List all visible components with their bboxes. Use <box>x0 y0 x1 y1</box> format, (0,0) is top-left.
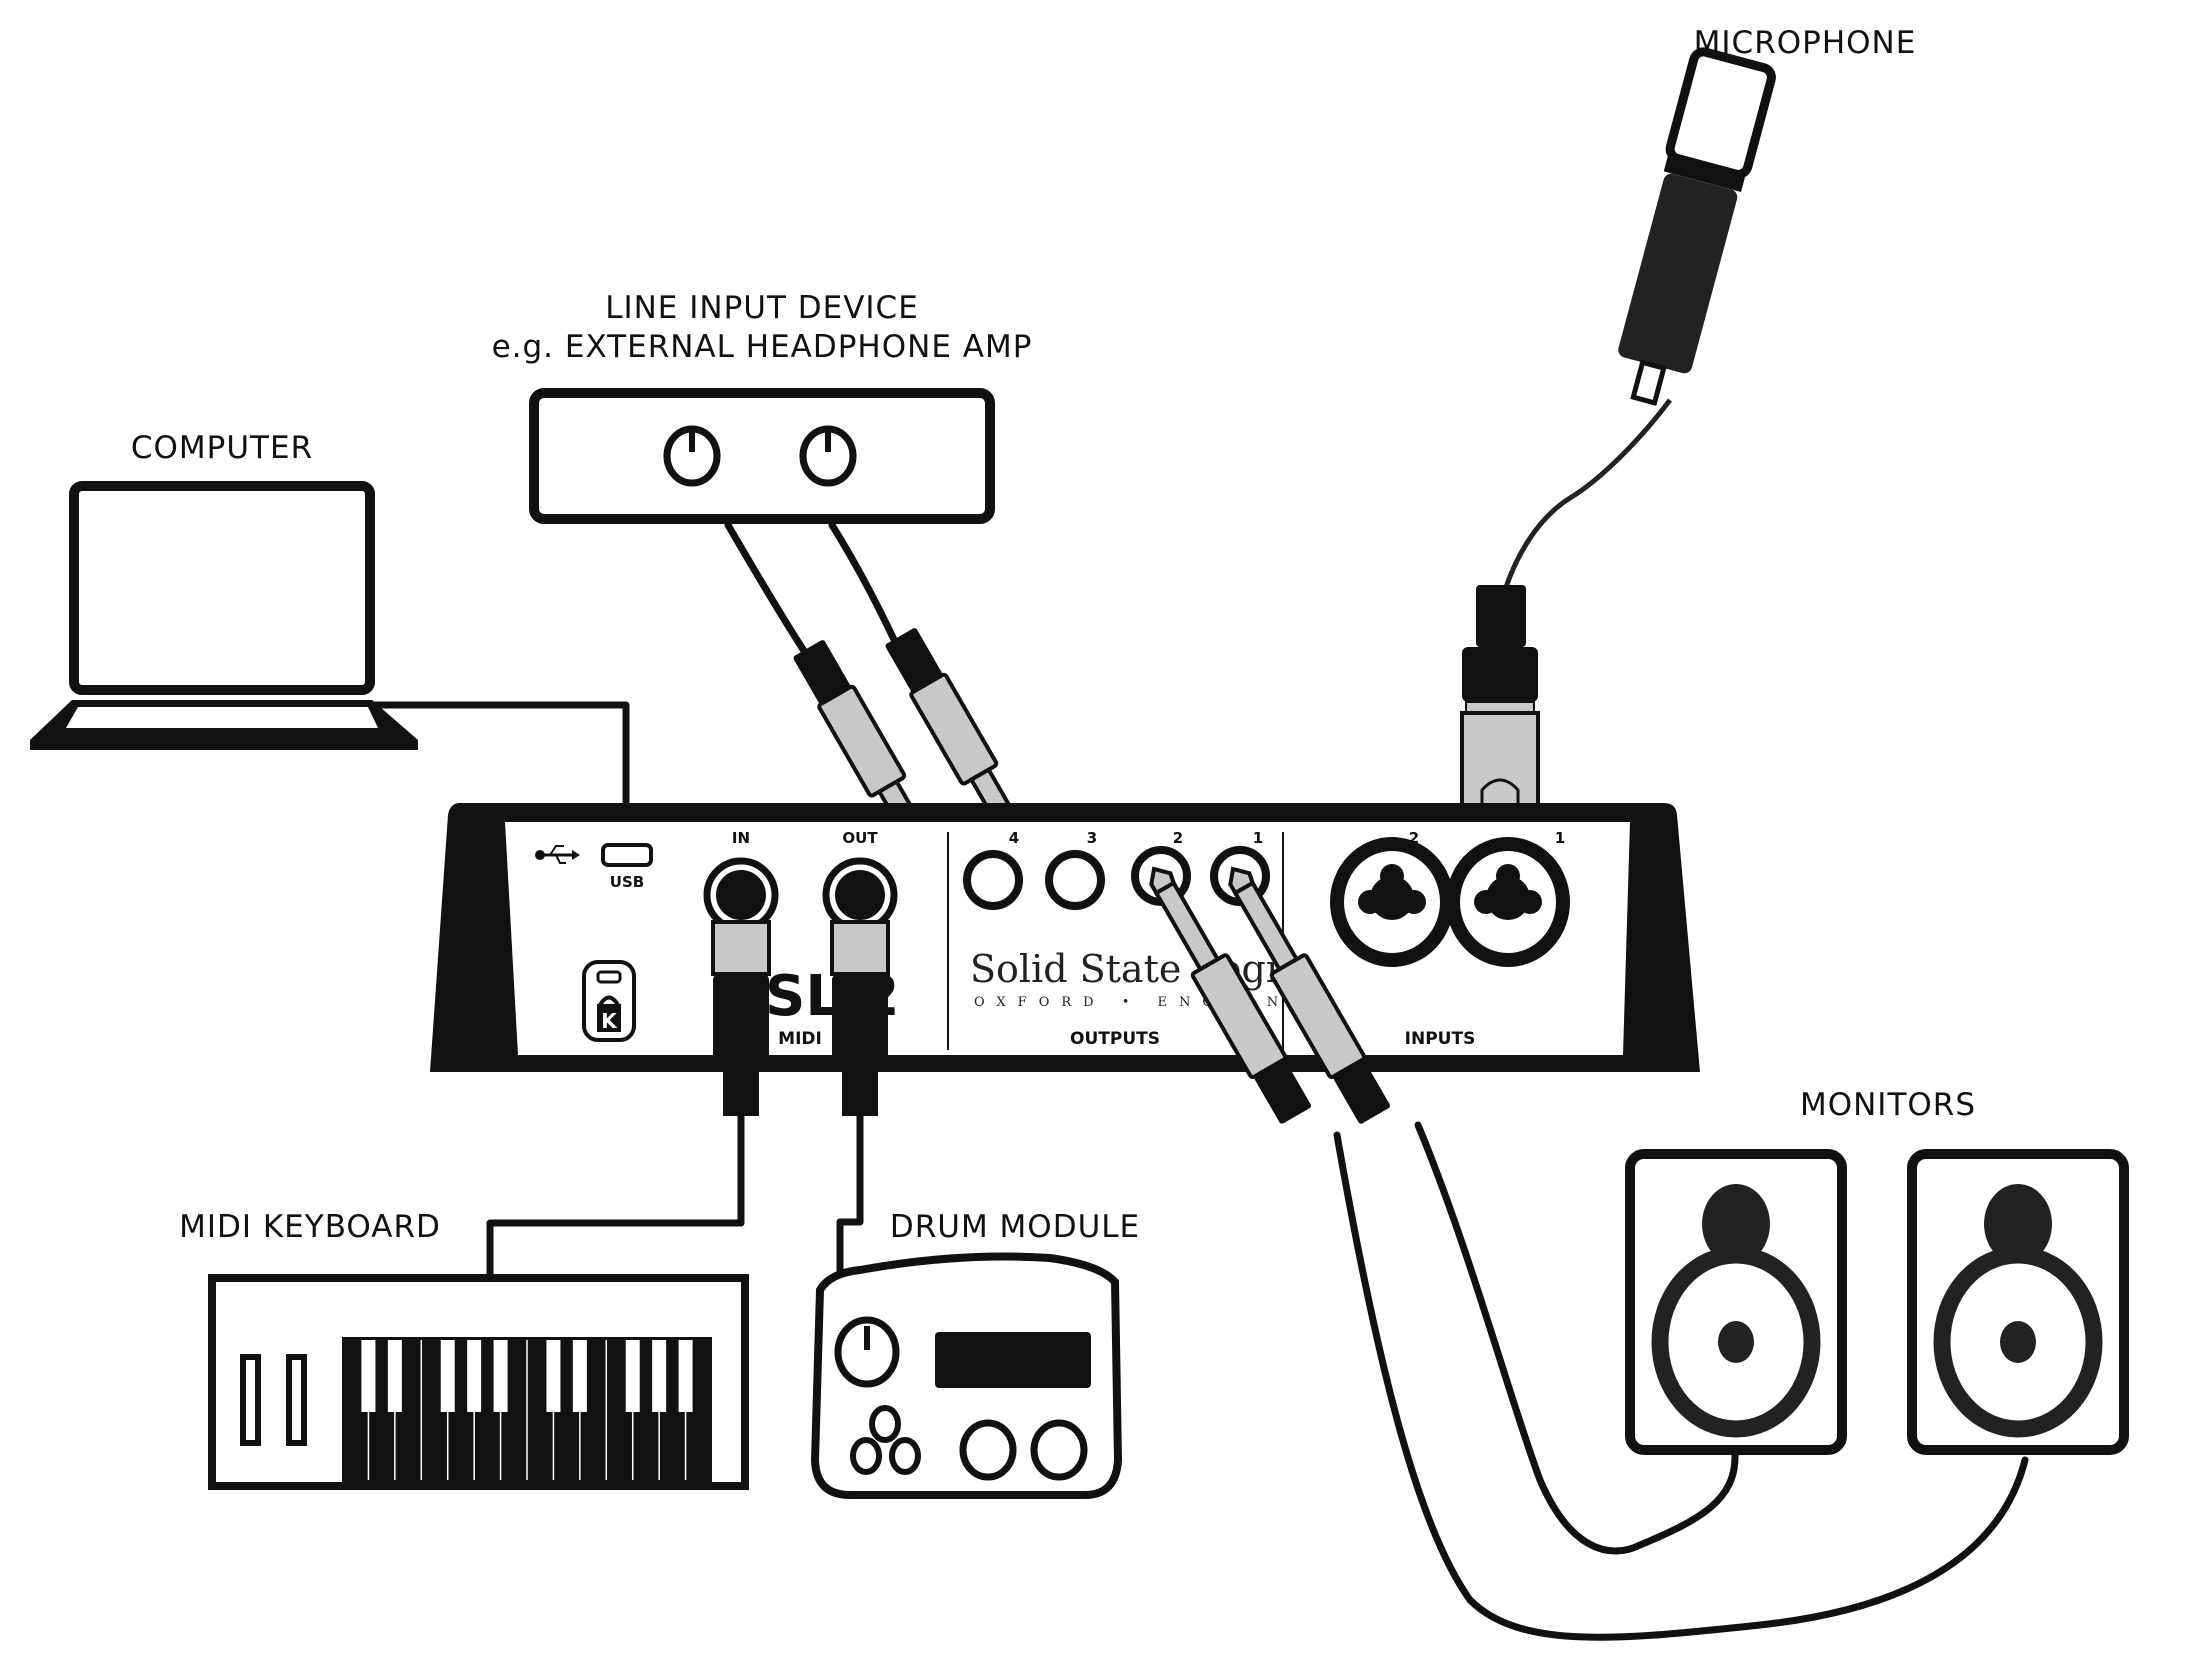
midi-out-port <box>822 857 898 933</box>
drum-module-cable <box>836 1112 864 1274</box>
combo-input-2 <box>1330 837 1454 967</box>
sharp-key <box>361 1340 376 1412</box>
label-computer: COMPUTER <box>131 430 313 466</box>
usb-label: USB <box>610 873 644 891</box>
audio-interface: USB K SL 2 IN OUT MIDI <box>430 803 1700 1116</box>
usb-cable <box>368 701 630 849</box>
sharp-key <box>625 1340 640 1412</box>
monitor-cable-right <box>1333 1131 2029 1641</box>
sharp-key <box>652 1340 667 1412</box>
input-number: 1 <box>1555 829 1565 847</box>
sharp-key <box>493 1340 508 1412</box>
line-input-device <box>529 388 995 524</box>
knob-icon <box>663 425 721 487</box>
output-number: 4 <box>1009 829 1019 847</box>
midi-in-port <box>703 857 779 933</box>
sharp-key <box>467 1340 482 1412</box>
svg-text:K: K <box>601 1009 618 1033</box>
brand-name: Solid State Logic <box>970 947 1299 991</box>
midi-in-label: IN <box>732 829 750 847</box>
usb-port <box>601 843 653 867</box>
inputs-section-label: INPUTS <box>1405 1029 1476 1049</box>
midi-keyboard-cable <box>486 1112 745 1282</box>
line-cable-b <box>828 521 902 652</box>
xlr-plug <box>1460 585 1540 835</box>
laptop-screen <box>69 481 375 695</box>
computer-laptop <box>30 481 418 750</box>
sharp-key <box>440 1340 455 1412</box>
monitor-right <box>1907 1149 2129 1455</box>
drum-module <box>810 1252 1123 1499</box>
mic-cable <box>1502 398 1672 591</box>
output-number: 1 <box>1253 829 1263 847</box>
label-drum-module: DRUM MODULE <box>890 1209 1140 1245</box>
midi-section-label: MIDI <box>778 1029 822 1049</box>
jack-plug <box>1228 866 1390 1124</box>
line-cable-a <box>724 521 814 664</box>
input-number: 2 <box>1409 829 1419 847</box>
usb-symbol-icon <box>535 845 580 864</box>
output-jack-3 <box>1045 850 1105 910</box>
sharp-key <box>387 1340 402 1412</box>
midi-plug <box>711 920 771 1116</box>
sharp-key <box>678 1340 693 1412</box>
combo-input-1 <box>1446 837 1570 967</box>
midi-plug <box>830 920 890 1116</box>
knob-icon <box>799 425 857 487</box>
sharp-key <box>546 1340 561 1412</box>
microphone <box>1618 47 1776 406</box>
outputs-section-label: OUTPUTS <box>1070 1029 1160 1049</box>
kensington-lock-icon: K <box>582 960 636 1042</box>
output-number: 3 <box>1087 829 1097 847</box>
monitor-left <box>1625 1149 1847 1455</box>
midi-out-label: OUT <box>842 829 878 847</box>
jack-plug <box>1149 866 1311 1124</box>
knob-icon <box>834 1316 900 1388</box>
label-line-input-example: e.g. EXTERNAL HEADPHONE AMP <box>492 329 1033 365</box>
label-midi-keyboard: MIDI KEYBOARD <box>179 1209 441 1245</box>
midi-keyboard <box>208 1274 749 1490</box>
output-jack-4 <box>963 850 1023 910</box>
label-monitors: MONITORS <box>1800 1087 1976 1123</box>
monitor-cable-left <box>1414 1121 1739 1555</box>
brand-subtitle: OXFORD • ENGLAND <box>974 995 1313 1010</box>
display-screen <box>935 1332 1091 1388</box>
sharp-key <box>572 1340 587 1412</box>
output-number: 2 <box>1173 829 1183 847</box>
label-line-input-device: LINE INPUT DEVICE <box>605 290 919 326</box>
